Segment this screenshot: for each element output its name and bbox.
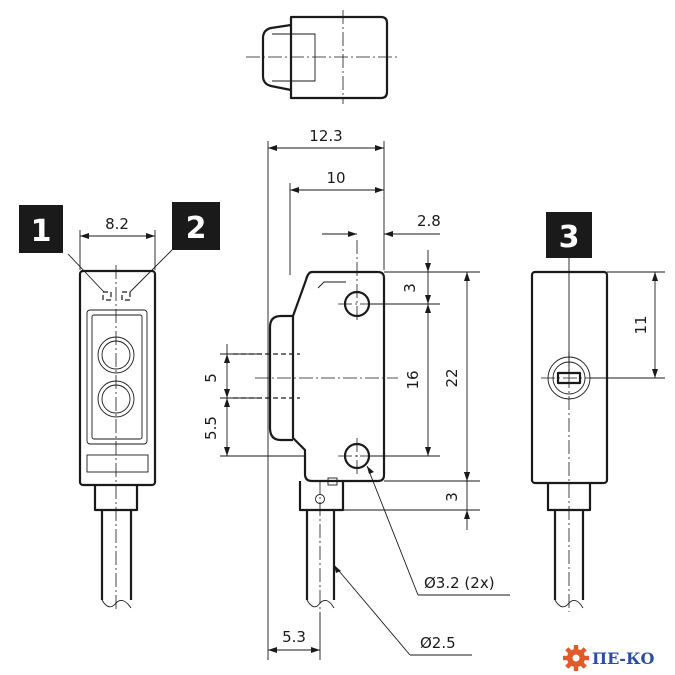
dim-cable-offset: 5.3 [282, 628, 306, 646]
callout-3: 3 [546, 212, 592, 258]
gear-icon [563, 645, 589, 671]
dim-top-offset: 3 [401, 283, 419, 293]
dim-hole-offset: 2.8 [417, 212, 441, 230]
dim-width-body: 10 [326, 169, 345, 187]
dim-lens-offset: 5.5 [202, 416, 220, 440]
dim-lens-gap: 5 [202, 373, 220, 383]
dim-adjuster-height: 11 [632, 315, 650, 334]
dim-width-overall: 12.3 [309, 127, 342, 145]
rear-view: 11 [530, 258, 665, 612]
callout-1: 1 [19, 205, 63, 253]
dim-front-width: 8.2 [105, 215, 129, 233]
dim-height-total: 22 [443, 368, 461, 387]
callout-1-label: 1 [31, 214, 52, 249]
dim-cable-diameter: Ø2.5 [420, 634, 456, 652]
top-view [246, 10, 398, 104]
logo: ПЕ-КО [563, 645, 655, 671]
logo-text: ПЕ-КО [592, 649, 655, 668]
dim-hole-pitch: 16 [404, 370, 422, 389]
dim-hole-diameter: Ø3.2 (2x) [424, 574, 495, 592]
front-view: 8.2 [67, 215, 173, 612]
callout-2: 2 [172, 202, 220, 250]
callout-3-label: 3 [559, 220, 580, 255]
callout-2-label: 2 [186, 211, 207, 246]
side-view: 12.3 10 2.8 3 16 22 [202, 127, 510, 660]
dim-bottom-offset: 3 [443, 492, 461, 502]
